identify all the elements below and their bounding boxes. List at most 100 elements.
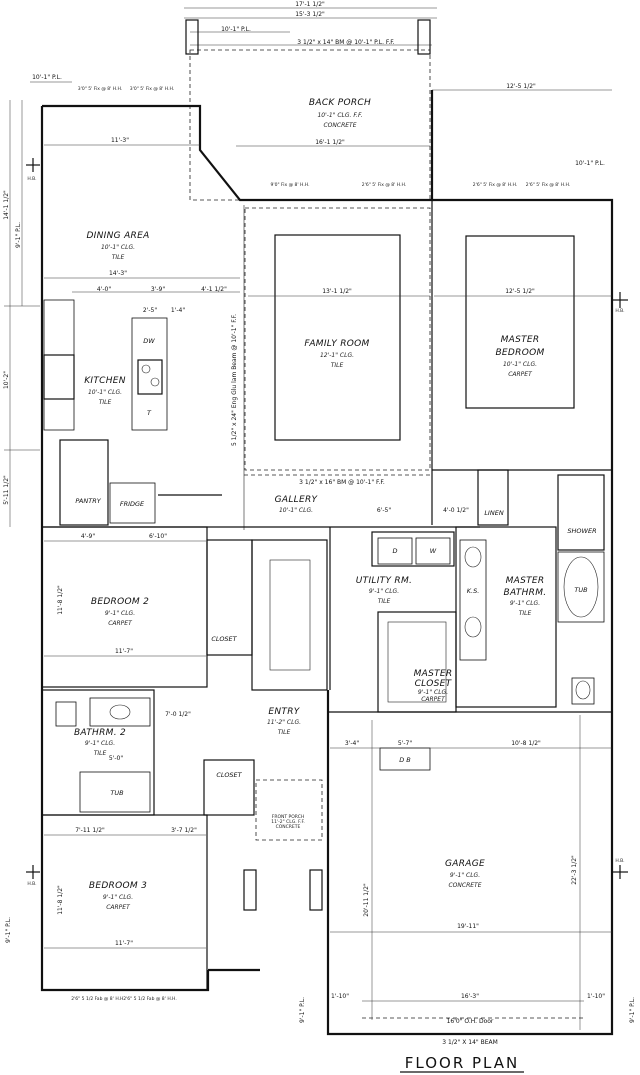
master-name2: BEDROOM <box>495 348 544 358</box>
entry-finish: TILE <box>278 729 291 736</box>
dim-7-11: 7'-11 1/2" <box>75 827 105 834</box>
entry-name: ENTRY <box>268 707 300 717</box>
mbath-name1: MASTER <box>506 576 545 586</box>
pantry-label: PANTRY <box>75 497 101 505</box>
dim-left-5-11: 5'-11 1/2" <box>3 475 10 505</box>
back-porch-finish: CONCRETE <box>323 122 356 129</box>
front-porch-finish: CONCRETE <box>276 824 301 830</box>
window-w1: 3'0" 5' Fix @ 8' H.H. <box>78 86 123 92</box>
kitchen: 4'-0" 3'-9" 4'-1 1/2" 2'-5" 1'-4" DW T K… <box>42 286 250 528</box>
utility-clg: 9'-1" CLG. <box>369 588 399 595</box>
master-clg: 10'-1" CLG. <box>503 361 537 368</box>
plan-title: FLOOR PLAN <box>405 1054 519 1072</box>
mcloset-finish: CARPET <box>421 696 446 703</box>
dim-1-10: 1'-10" <box>331 993 349 1000</box>
dim-3-4: 3'-4" <box>345 740 359 747</box>
garage: D B 3'-4" 5'-7" 10'-8 1/2" GARAGE 9'-1" … <box>299 711 636 1046</box>
window-w6: 2'6" 5' Fix @ 8' H.H. <box>362 182 407 188</box>
dim-2-5: 2'-5" <box>143 307 157 314</box>
back-porch-clg: 10'-1" CLG. F.F. <box>317 112 362 119</box>
dim-9-1pl-bot2: 9'-1" P.L. <box>629 997 636 1023</box>
dim-3-9: 3'-9" <box>151 286 165 293</box>
washer-label: W <box>430 547 437 555</box>
dim-4-1: 4'-1 1/2" <box>201 286 227 293</box>
dryer-label: D <box>392 547 397 555</box>
dim-left-10-2: 10'-2" <box>3 371 10 389</box>
dim-left-9-1pl-bot: 9'-1" P.L. <box>5 917 12 943</box>
closet-label: CLOSET <box>211 635 237 643</box>
dim-11-7: 11'-7" <box>115 648 133 655</box>
garage-door: 16'0" O.H. Door <box>447 1018 494 1025</box>
hb-right: H.B. <box>615 308 624 314</box>
fridge-label: FRIDGE <box>120 500 145 508</box>
family-room: FAMILY ROOM 12'-1" CLG. TILE 13'-1 1/2" … <box>231 205 431 530</box>
dim-13-1: 13'-1 1/2" <box>322 288 352 295</box>
bath2-name: BATHRM. 2 <box>74 728 126 738</box>
window-notes: 3'0" 5' Fix @ 8' H.H. 3'0" 5' Fix @ 8' H… <box>78 86 571 188</box>
mbath-name2: BATHRM. <box>504 588 547 598</box>
dim-4-0b: 4'-0 1/2" <box>443 507 469 514</box>
master-bathroom: LINEN SHOWER TUB K.S. MASTER BATHRM. 9'-… <box>455 469 605 708</box>
dim-overall-top: 17'-1 1/2" <box>295 1 325 8</box>
shower-label: SHOWER <box>567 527 596 535</box>
dim-1-10b: 1'-10" <box>587 993 605 1000</box>
family-clg: 12'-1" CLG. <box>320 352 354 359</box>
garage-name: GARAGE <box>445 859 485 869</box>
right-dimensions: H.B. H.B. <box>612 292 628 879</box>
back-porch: BACK PORCH 10'-1" CLG. F.F. CONCRETE 16'… <box>185 19 431 201</box>
front-porch-clg: 11'-2" CLG. F.F. <box>271 819 305 825</box>
back-porch-name: BACK PORCH <box>309 98 371 108</box>
t-label: T <box>147 409 152 417</box>
utility-finish: TILE <box>378 598 391 605</box>
master-tub-label: TUB <box>574 586 588 594</box>
utility-room: D W UTILITY RM. 9'-1" CLG. TILE <box>329 527 455 690</box>
utility-name: UTILITY RM. <box>356 576 412 586</box>
dim-5-7: 5'-7" <box>398 740 412 747</box>
garage-clg: 9'-1" CLG. <box>450 872 480 879</box>
bedroom-3: 7'-11 1/2" 3'-7 1/2" BEDROOM 3 9'-1" CLG… <box>41 814 208 1002</box>
dim-top2: 15'-3 1/2" <box>295 11 325 18</box>
kitchen-clg: 10'-1" CLG. <box>88 389 122 396</box>
mcloset-clg: 9'-1" CLG. <box>418 689 448 696</box>
window-w4: 2'6" 5' Fix @ 8' H.H. <box>473 182 518 188</box>
bath2-clg: 9'-1" CLG. <box>85 740 115 747</box>
dim-11-7b: 11'-7" <box>115 940 133 947</box>
bath2-finish: TILE <box>94 750 107 757</box>
bedroom3-clg: 9'-1" CLG. <box>103 894 133 901</box>
bedroom3-name: BEDROOM 3 <box>89 881 147 891</box>
ks-label: K.S. <box>467 587 480 595</box>
dim-11-3: 11'-3" <box>111 137 129 144</box>
gallery-name: GALLERY <box>275 495 319 505</box>
mbath-clg: 9'-1" CLG. <box>510 600 540 607</box>
master-closet: MASTER CLOSET 9'-1" CLG. CARPET <box>377 611 457 713</box>
hb-left: H.B. <box>27 176 36 182</box>
dim-5-0: 5'-0" <box>109 755 123 762</box>
dim-7-0: 7'-0 1/2" <box>165 711 191 718</box>
linen-label: LINEN <box>484 509 504 517</box>
bedroom3-finish: CARPET <box>106 904 131 911</box>
dim-16-3: 16'-3" <box>461 993 479 1000</box>
dim-4-9: 4'-9" <box>81 533 95 540</box>
bathroom-2: TUB BATHRM. 2 9'-1" CLG. TILE 5'-0" 7'-0… <box>41 689 191 816</box>
beam-vertical: 5 1/2" x 24" Eng Glu lam Beam @ 10'-1" F… <box>231 314 238 446</box>
family-name: FAMILY ROOM <box>304 339 369 349</box>
dim-top3: 10'-1" P.L. <box>221 26 251 33</box>
master-finish: CARPET <box>508 371 533 378</box>
garage-beam: 3 1/2" X 14" BEAM <box>442 1039 498 1046</box>
dim-9-1pl-bot: 9'-1" P.L. <box>299 997 306 1023</box>
window-w2: 3'0" 5' Fix @ 8' H.H. <box>130 86 175 92</box>
master-bedroom: MASTER BEDROOM 10'-1" CLG. CARPET 12'-5 … <box>431 200 612 525</box>
family-finish: TILE <box>331 362 344 369</box>
garage-finish: CONCRETE <box>448 882 481 889</box>
dim-11-8: 11'-8 1/2" <box>57 585 64 615</box>
entry-clg: 11'-2" CLG. <box>267 719 301 726</box>
dim-16-1: 16'-1 1/2" <box>315 139 345 146</box>
dining-name: DINING AREA <box>86 231 149 241</box>
dw-label: DW <box>143 337 155 345</box>
hb-right2: H.B. <box>615 858 624 864</box>
dim-beam1: 3 1/2" x 14" BM @ 10'-1" P.L. F.F. <box>297 39 394 46</box>
kitchen-name: KITCHEN <box>84 376 126 386</box>
closet2-label: CLOSET <box>216 771 242 779</box>
window-w5: 2'6" 5' Fix @ 8' H.H. <box>526 182 571 188</box>
dim-10-8: 10'-8 1/2" <box>511 740 541 747</box>
